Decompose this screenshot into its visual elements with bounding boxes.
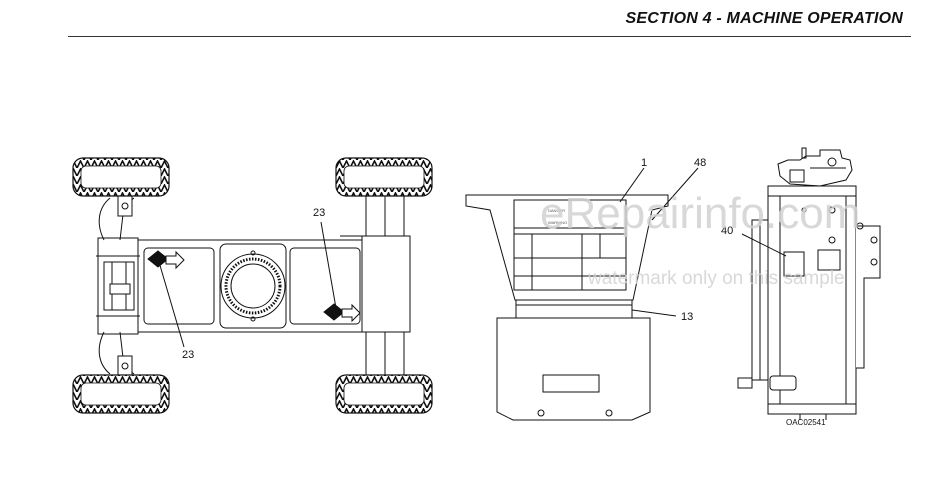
wheel-front-bottom — [72, 374, 170, 414]
compartment-right — [289, 247, 361, 325]
platform-side-view — [465, 167, 699, 421]
platform-base — [496, 317, 651, 421]
wheel-rear-bottom — [335, 374, 433, 414]
callout-40: 40 — [721, 225, 733, 237]
turntable-bearing — [220, 253, 286, 319]
section-title: SECTION 4 - MACHINE OPERATION — [625, 10, 903, 27]
decal-arrow-right — [323, 303, 361, 323]
watermark-sample: watermark only on this sample — [587, 268, 845, 289]
callout-13: 13 — [681, 311, 693, 323]
decal-arrow-left — [147, 250, 185, 270]
wheel-front-top — [72, 157, 170, 197]
figure-code: OAC02541 — [786, 418, 826, 427]
watermark-domain: eRepairinfo.com — [540, 189, 860, 238]
decal-text-a: DANGER — [548, 208, 565, 213]
side-bracket — [856, 225, 881, 369]
callout-1: 1 — [641, 157, 647, 169]
decal-panel — [513, 199, 627, 291]
turntable-housing — [219, 243, 287, 329]
callout-23-top: 23 — [313, 207, 325, 219]
callout-23-bottom: 23 — [182, 349, 194, 361]
wheel-rear-top — [335, 157, 433, 197]
machine-side-view — [737, 147, 881, 420]
chassis-top-view — [96, 194, 411, 378]
decal-40 — [783, 251, 805, 277]
header-rule — [68, 36, 911, 37]
chassis-plate — [137, 239, 367, 333]
decal-text-b: WARNING — [548, 220, 567, 225]
compartment-left — [143, 247, 215, 325]
callout-48: 48 — [694, 157, 706, 169]
